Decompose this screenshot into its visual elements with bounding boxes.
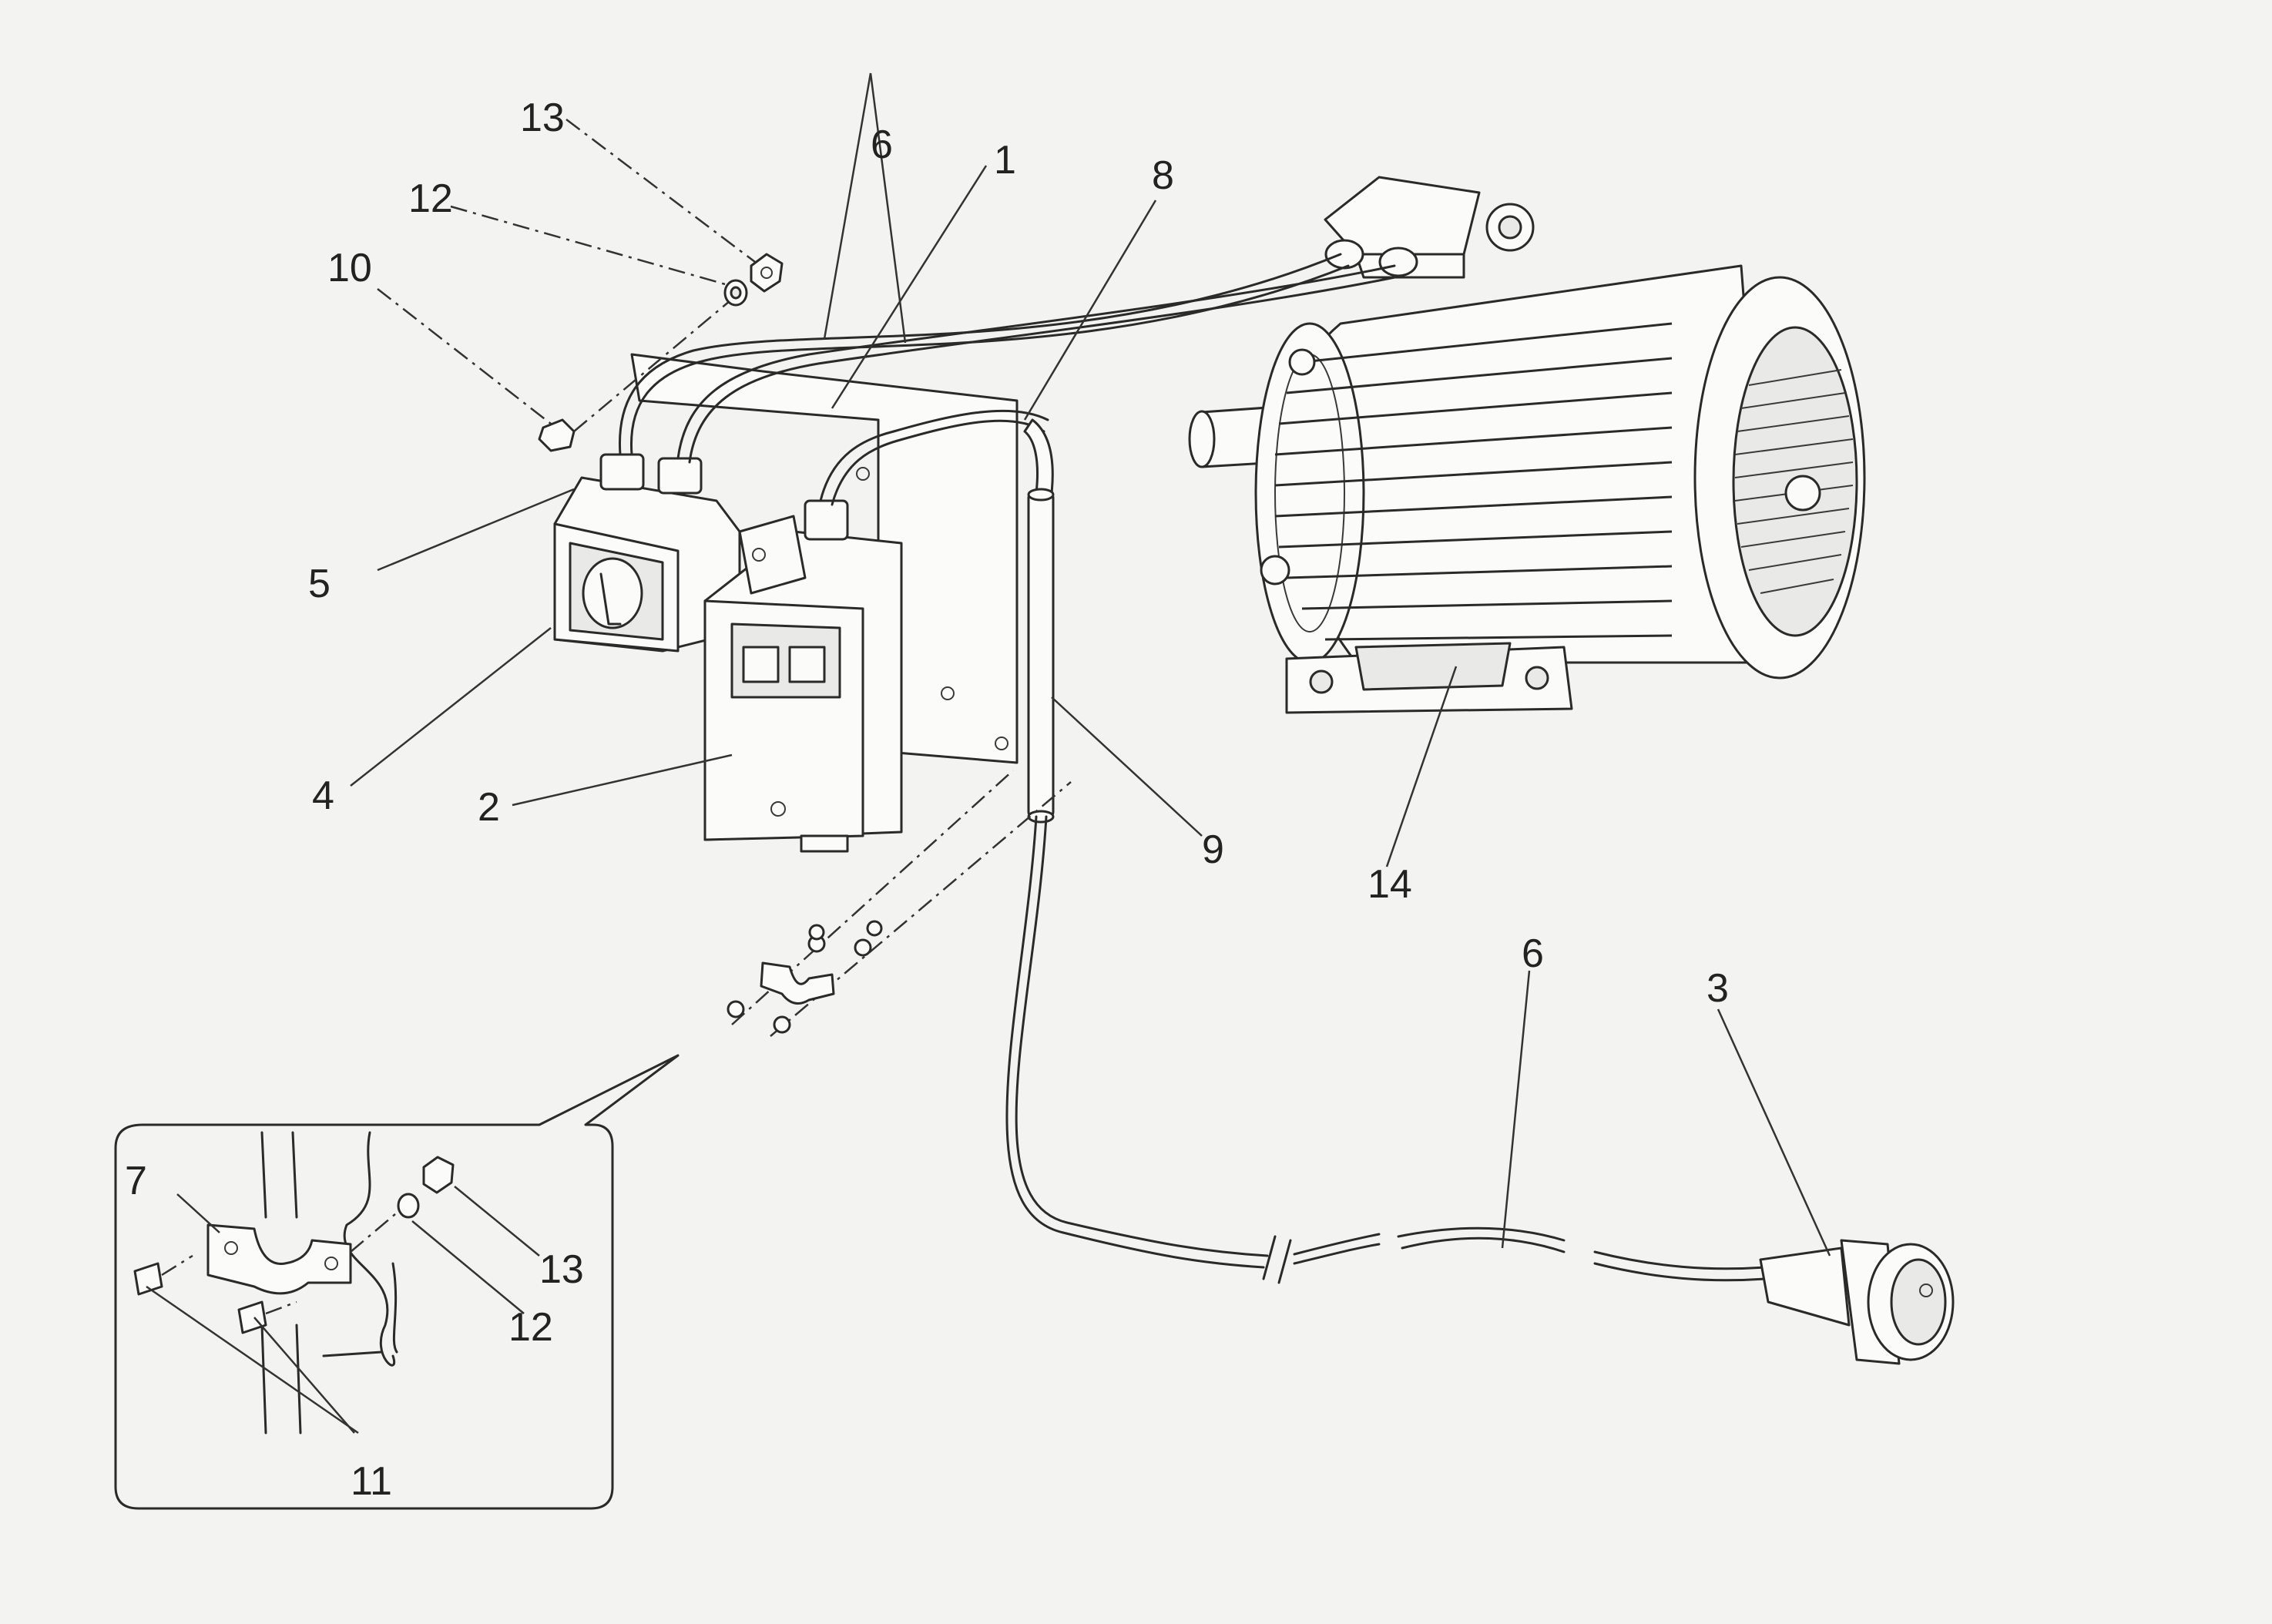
control-box bbox=[703, 467, 903, 853]
callout-12-top: 12 bbox=[408, 176, 453, 221]
sensor-probe bbox=[892, 409, 1269, 1269]
electric-motor bbox=[1188, 176, 1866, 714]
callout-9: 9 bbox=[1202, 827, 1224, 872]
callout-14: 14 bbox=[1368, 862, 1412, 907]
callout-3: 3 bbox=[1707, 966, 1729, 1011]
callout-10: 10 bbox=[327, 246, 372, 290]
callout-8: 8 bbox=[1152, 153, 1174, 198]
callout-1: 1 bbox=[994, 138, 1016, 183]
callout-4: 4 bbox=[312, 773, 334, 818]
callout-11: 11 bbox=[351, 1459, 392, 1504]
power-plug bbox=[1759, 1239, 1955, 1365]
detail-inset bbox=[114, 1054, 680, 1510]
callout-7: 7 bbox=[125, 1159, 147, 1203]
callout-13-top: 13 bbox=[520, 96, 565, 140]
power-cables bbox=[618, 253, 1404, 506]
callout-2: 2 bbox=[478, 785, 500, 830]
callout-5: 5 bbox=[308, 562, 331, 606]
top-fasteners bbox=[538, 253, 784, 452]
extension-cord bbox=[1262, 1226, 1766, 1284]
rotary-switch bbox=[553, 453, 741, 653]
callout-6-bottom: 6 bbox=[1522, 931, 1544, 976]
callout-12-detail: 12 bbox=[508, 1305, 553, 1350]
callout-labels: 13 12 10 6 1 8 5 4 2 9 14 6 3 7 13 12 11 bbox=[125, 96, 1729, 1504]
callout-6-top: 6 bbox=[871, 122, 893, 167]
leader-lines bbox=[146, 72, 1831, 1434]
callout-13-detail: 13 bbox=[539, 1247, 584, 1292]
clamp-assembly bbox=[727, 770, 1072, 1037]
mounting-plate bbox=[630, 353, 1019, 764]
